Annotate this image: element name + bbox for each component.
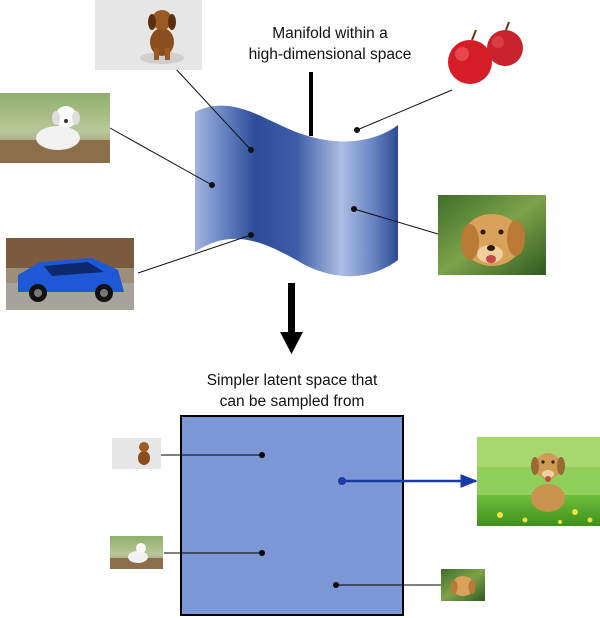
manifold-surface: [195, 105, 398, 277]
image-dog-in-grass: [477, 437, 600, 526]
image-blue-car: [6, 238, 134, 310]
latent-title-line1: Simpler latent space that: [207, 372, 378, 389]
image-golden-retriever: [438, 195, 546, 275]
sample-point: [338, 477, 346, 485]
latent-title-line2: can be sampled from: [220, 393, 365, 410]
image-small-brown-puppy: [112, 438, 161, 469]
manifold-title-line1: Manifold within a: [272, 25, 388, 42]
manifold-title-line2: high-dimensional space: [249, 46, 412, 63]
image-apples: [448, 21, 523, 84]
image-small-white-puppy: [110, 536, 163, 569]
image-brown-puppy: [95, 0, 202, 70]
manifold-connectors: [109, 67, 453, 274]
latent-points: [259, 452, 339, 588]
latent-space-box: [180, 415, 404, 616]
image-small-dog: [441, 569, 485, 601]
image-white-puppy: [0, 93, 110, 163]
manifold-points: [209, 127, 360, 238]
latent-connectors: [161, 454, 441, 586]
down-arrow: [280, 283, 303, 354]
